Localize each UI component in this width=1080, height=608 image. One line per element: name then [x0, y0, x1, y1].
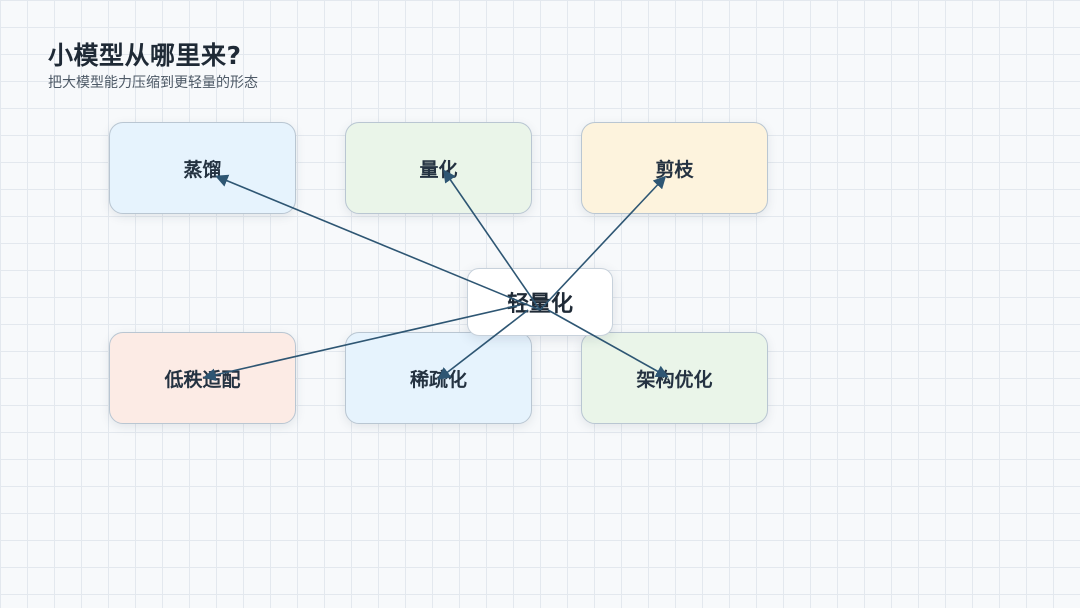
node-sparsification-label: 稀疏化	[409, 368, 467, 391]
node-sparsification: 稀疏化	[345, 332, 532, 424]
node-architecture-optimization-label: 架构优化	[636, 368, 713, 391]
node-low-rank-adaptation-label: 低秩适配	[164, 368, 241, 391]
center-node-lightweight: 轻量化	[467, 268, 613, 336]
node-pruning: 剪枝	[581, 122, 768, 214]
node-quantization: 量化	[345, 122, 532, 214]
node-distillation-label: 蒸馏	[183, 158, 222, 181]
page-subtitle: 把大模型能力压缩到更轻量的形态	[48, 75, 258, 91]
node-pruning-label: 剪枝	[655, 158, 694, 181]
node-architecture-optimization: 架构优化	[581, 332, 768, 424]
page-title: 小模型从哪里来?	[48, 41, 242, 70]
center-node-label: 轻量化	[506, 292, 573, 317]
node-low-rank-adaptation: 低秩适配	[109, 332, 296, 424]
node-distillation: 蒸馏	[109, 122, 296, 214]
node-quantization-label: 量化	[419, 158, 458, 181]
